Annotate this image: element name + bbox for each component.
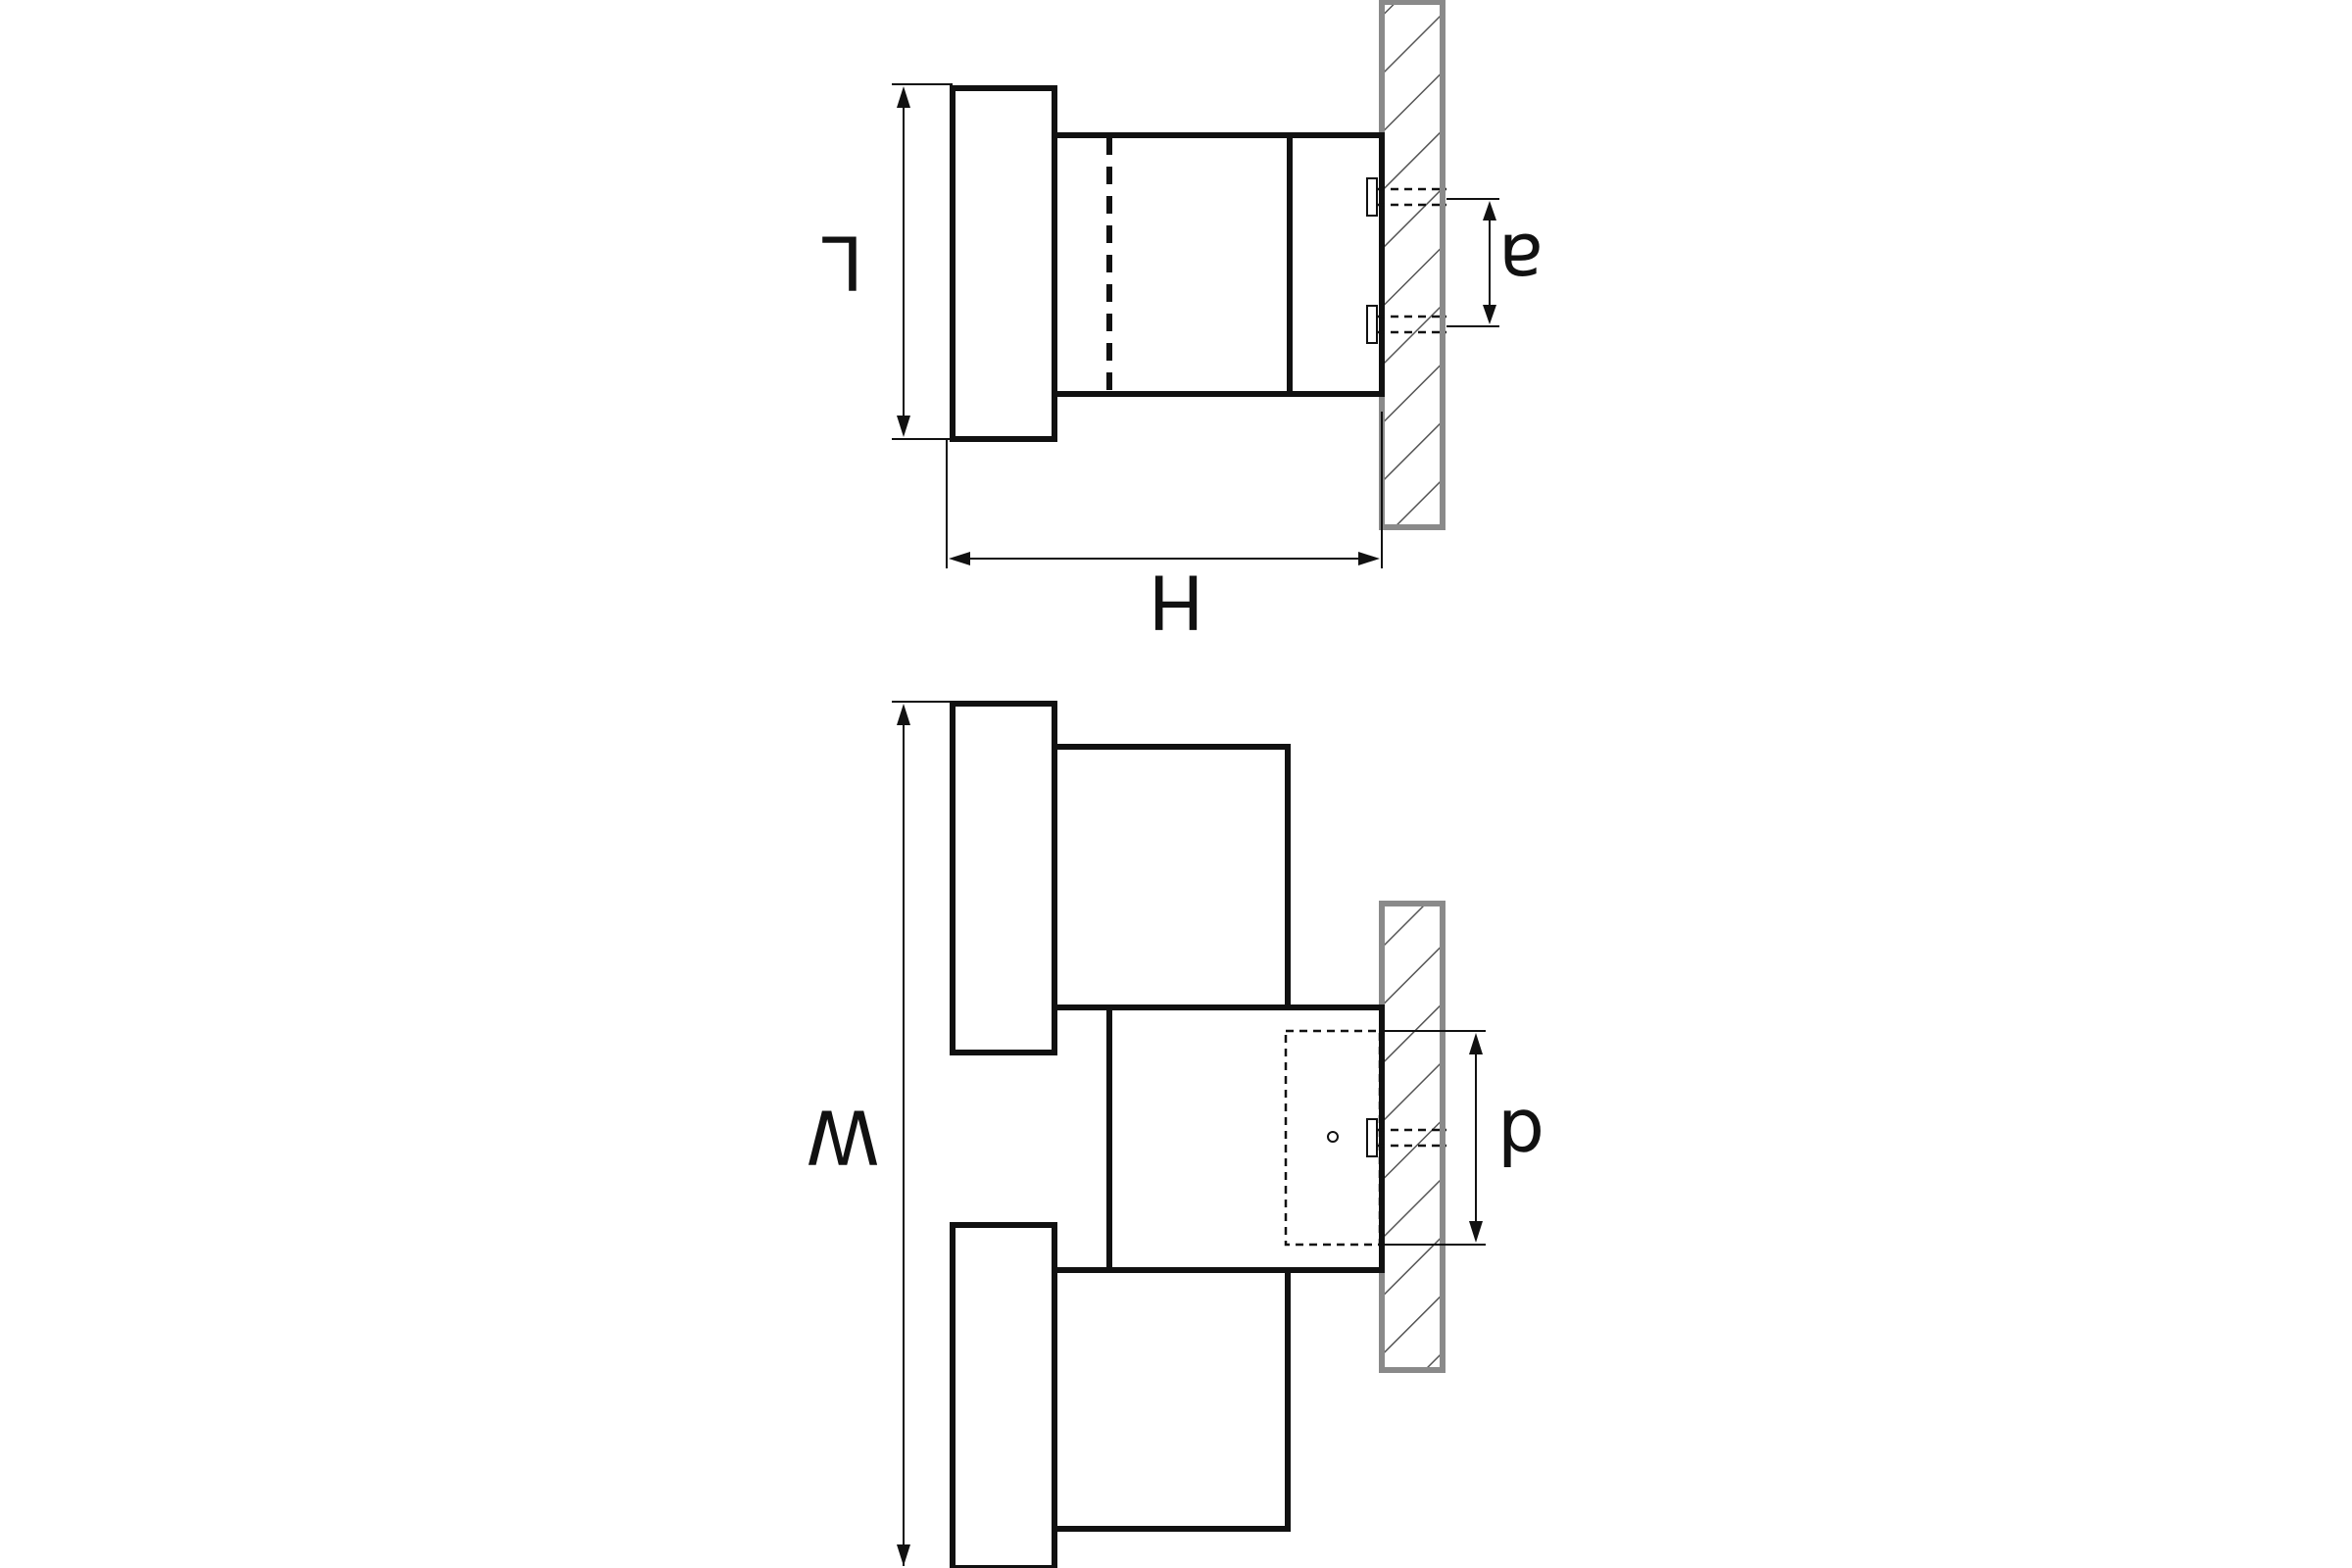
mounting-plate-hidden xyxy=(1284,1029,1382,1247)
dimension-w xyxy=(892,701,953,1566)
lamp-shade-side xyxy=(950,85,1057,442)
lamp-body-lower xyxy=(1052,1267,1291,1532)
dimension-h xyxy=(946,412,1383,568)
dimension-label-a: a xyxy=(1498,218,1544,305)
dimension-l xyxy=(892,83,953,440)
lamp-body-upper xyxy=(1052,744,1291,1010)
lamp-shade-lower xyxy=(950,1222,1057,1568)
dimension-label-d: d xyxy=(1497,1094,1544,1181)
mounting-screws xyxy=(1366,177,1446,344)
wall-top xyxy=(1379,0,1446,530)
lamp-shade-upper xyxy=(950,701,1057,1055)
dimension-d xyxy=(1382,1030,1486,1246)
connector-block xyxy=(1106,1004,1385,1273)
front-view: d W xyxy=(806,701,1544,1568)
mounting-screw-front xyxy=(1366,1118,1446,1157)
dimension-label-h: H xyxy=(1148,559,1203,646)
lamp-body-side xyxy=(1052,132,1385,397)
center-hole xyxy=(1327,1131,1339,1143)
side-view: L H a xyxy=(822,0,1544,646)
dimension-label-l: L xyxy=(822,220,863,307)
dimension-a xyxy=(1446,198,1499,327)
wall-bottom xyxy=(1379,901,1446,1373)
dimension-label-w: W xyxy=(806,1094,879,1181)
